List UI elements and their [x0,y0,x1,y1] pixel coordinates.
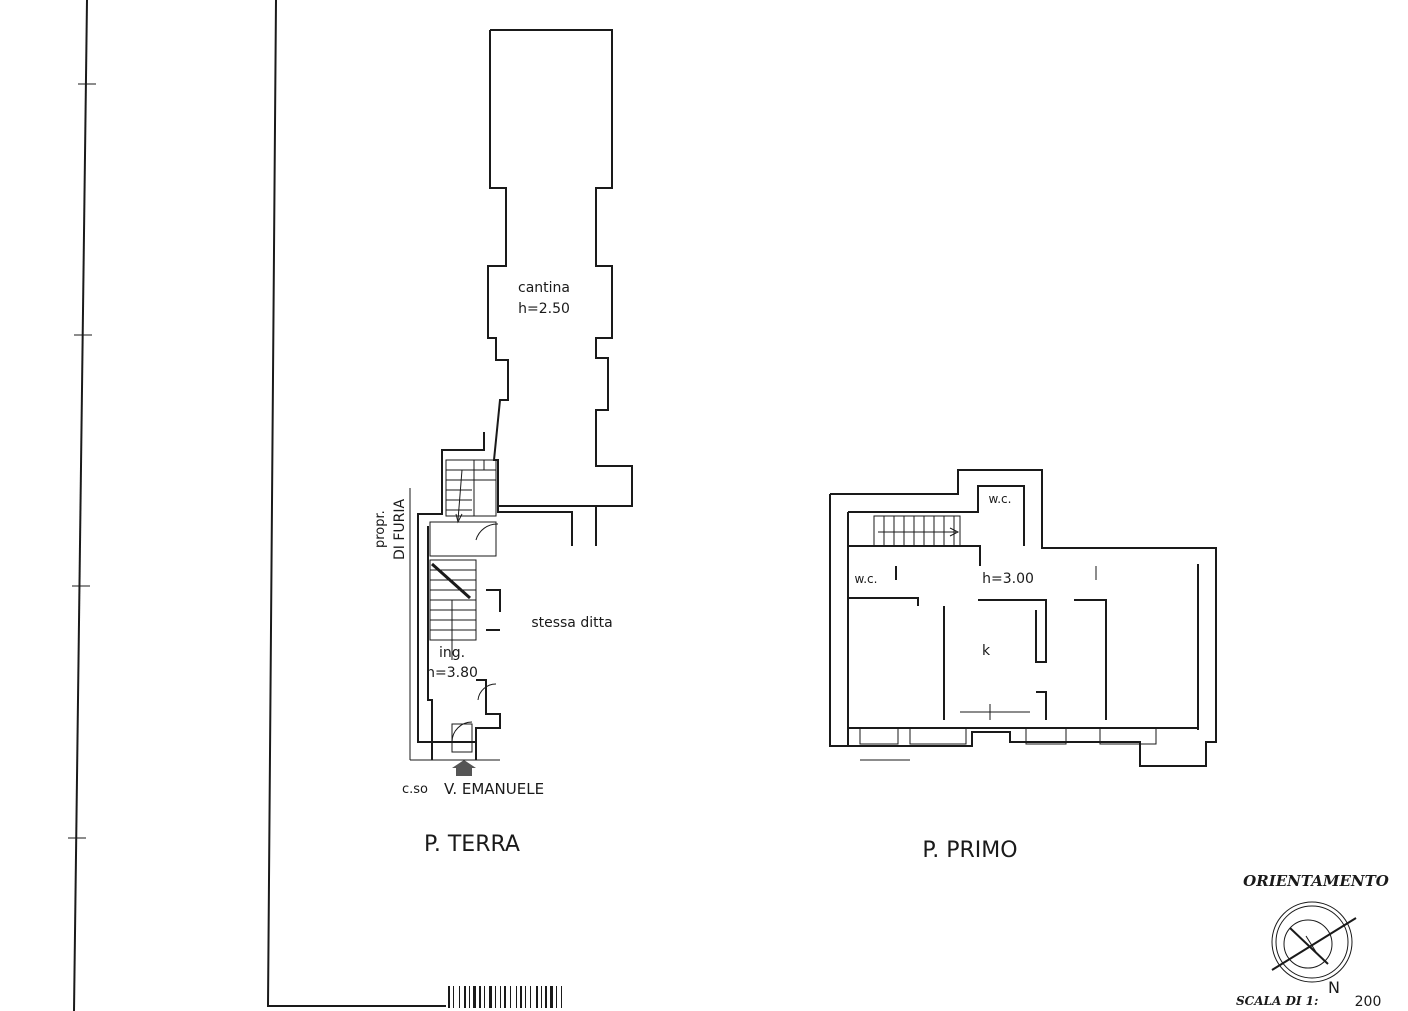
first-floor-title: P. PRIMO [922,838,1017,863]
barcode-bar [484,986,485,1008]
barcode-bar [473,986,476,1008]
barcode-bar [459,986,460,1008]
wc-top-label: w.c. [989,492,1012,506]
street-prefix-label: c.so [402,782,428,797]
north-label: N [1328,978,1340,997]
barcode-bar [541,986,542,1008]
first-floor-height-label: h=3.00 [982,571,1034,587]
barcode-bar [516,986,517,1008]
cellar-outline [487,29,633,507]
barcode-bar [469,986,470,1008]
barcode-bar [453,986,454,1008]
barcode-bar [495,986,496,1008]
compass-rose-icon [1271,901,1357,983]
barcode-bar [530,986,531,1008]
ground-floor-plan [409,29,633,776]
barcode-bar [510,986,511,1008]
wc-left-label: w.c. [855,572,878,586]
first-floor-outline [829,469,1217,767]
barcode-bar [500,986,501,1008]
entrance-height-label: h=3.80 [426,665,478,681]
first-floor-stairs [873,515,961,547]
barcode-bar [489,986,492,1008]
stairs-lower [429,559,477,660]
ground-floor-title: P. TERRA [424,832,520,857]
cellar-height-label: h=2.50 [518,301,570,317]
neighbor-owner-label: propr. [373,510,388,548]
barcode [448,986,562,1008]
barcode-bar [520,986,522,1008]
sheet-frame [68,0,446,1011]
barcode-bar [536,986,538,1008]
barcode-bar [525,986,526,1008]
barcode-bar [550,986,553,1008]
barcode-bar [479,986,481,1008]
first-floor-plan [829,469,1217,767]
kitchen-label: k [982,643,991,659]
entrance-label: ing. [439,645,465,661]
scale-label: SCALA DI 1: [1236,994,1318,1008]
street-name-label: V. EMANUELE [444,780,544,798]
barcode-bar [464,986,466,1008]
barcode-bar [556,986,557,1008]
barcode-bar [561,986,562,1008]
neighbor-name-label: DI FURIA [392,498,408,560]
stairs-upper [445,459,497,524]
barcode-bar [504,986,506,1008]
barcode-bar [545,986,547,1008]
scale-value: 200 [1355,994,1382,1010]
same-firm-label: stessa ditta [531,615,612,631]
cellar-label: cantina [518,280,570,296]
entrance-arrow-icon [452,760,476,776]
orientation-title: ORIENTAMENTO [1243,872,1389,890]
barcode-bar [448,986,450,1008]
